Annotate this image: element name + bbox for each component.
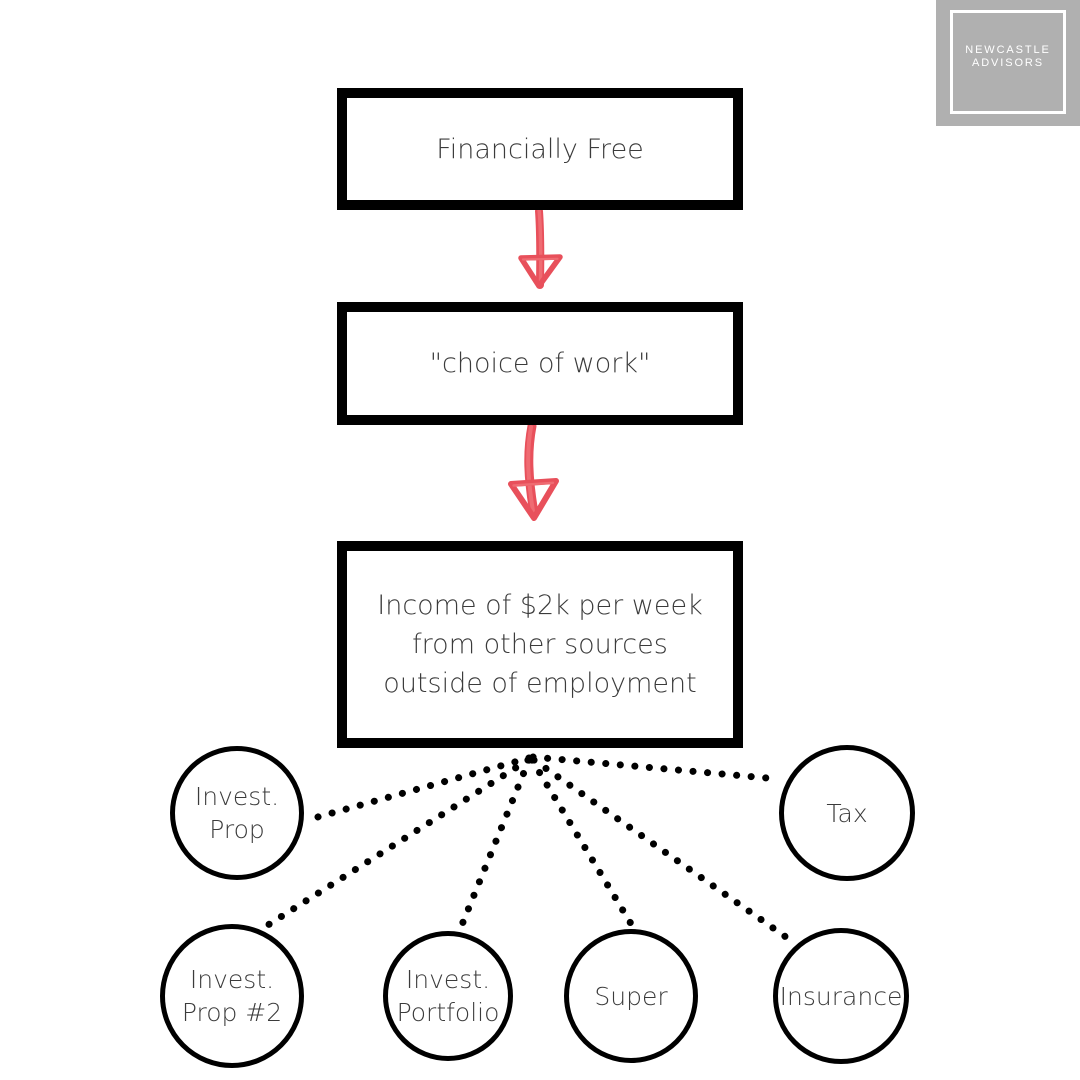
connector-hub-to-insurance [530, 756, 797, 946]
arrow-1-financially-free-to-choice-of-work [518, 207, 563, 289]
circle-invest-portfolio-label: Invest. Portfolio [396, 965, 500, 1027]
connector-hub-to-invest-portfolio [455, 756, 533, 936]
newcastle-advisors-logo: NEWCASTLE ADVISORS [936, 0, 1080, 126]
box-income-source-label: Income of $2k per week from other source… [377, 590, 703, 699]
dotted-connectors [264, 753, 797, 946]
box-financially-free-label: Financially Free [436, 133, 644, 165]
circle-super: Super [564, 929, 698, 1063]
connector-hub-to-invest-prop [303, 754, 533, 824]
circle-super-label: Super [594, 981, 668, 1011]
connector-hub-to-super [528, 756, 640, 936]
circle-tax: Tax [779, 745, 915, 881]
circle-invest-prop: Invest. Prop [170, 746, 304, 880]
circle-tax-label: Tax [826, 798, 868, 828]
circle-invest-prop-label: Invest. Prop [194, 782, 280, 844]
circle-invest-portfolio: Invest. Portfolio [383, 931, 513, 1061]
box-financially-free: Financially Free [337, 88, 743, 210]
box-choice-of-work-label: "choice of work" [429, 348, 651, 379]
logo-frame [950, 10, 1066, 114]
connector-hub-to-invest-prop-2 [264, 756, 532, 929]
logo-text: NEWCASTLE ADVISORS [965, 44, 1051, 69]
circle-insurance: Insurance [773, 928, 909, 1064]
circle-insurance-label: Insurance [779, 981, 903, 1011]
circle-invest-prop-2: Invest. Prop #2 [160, 924, 304, 1068]
box-choice-of-work: "choice of work" [337, 302, 743, 425]
arrow-2-choice-of-work-to-income-source [508, 421, 559, 521]
box-income-source: Income of $2k per week from other source… [337, 541, 743, 748]
connector-hub-to-tax [529, 753, 782, 783]
circle-invest-prop-2-label: Invest. Prop #2 [181, 965, 283, 1027]
